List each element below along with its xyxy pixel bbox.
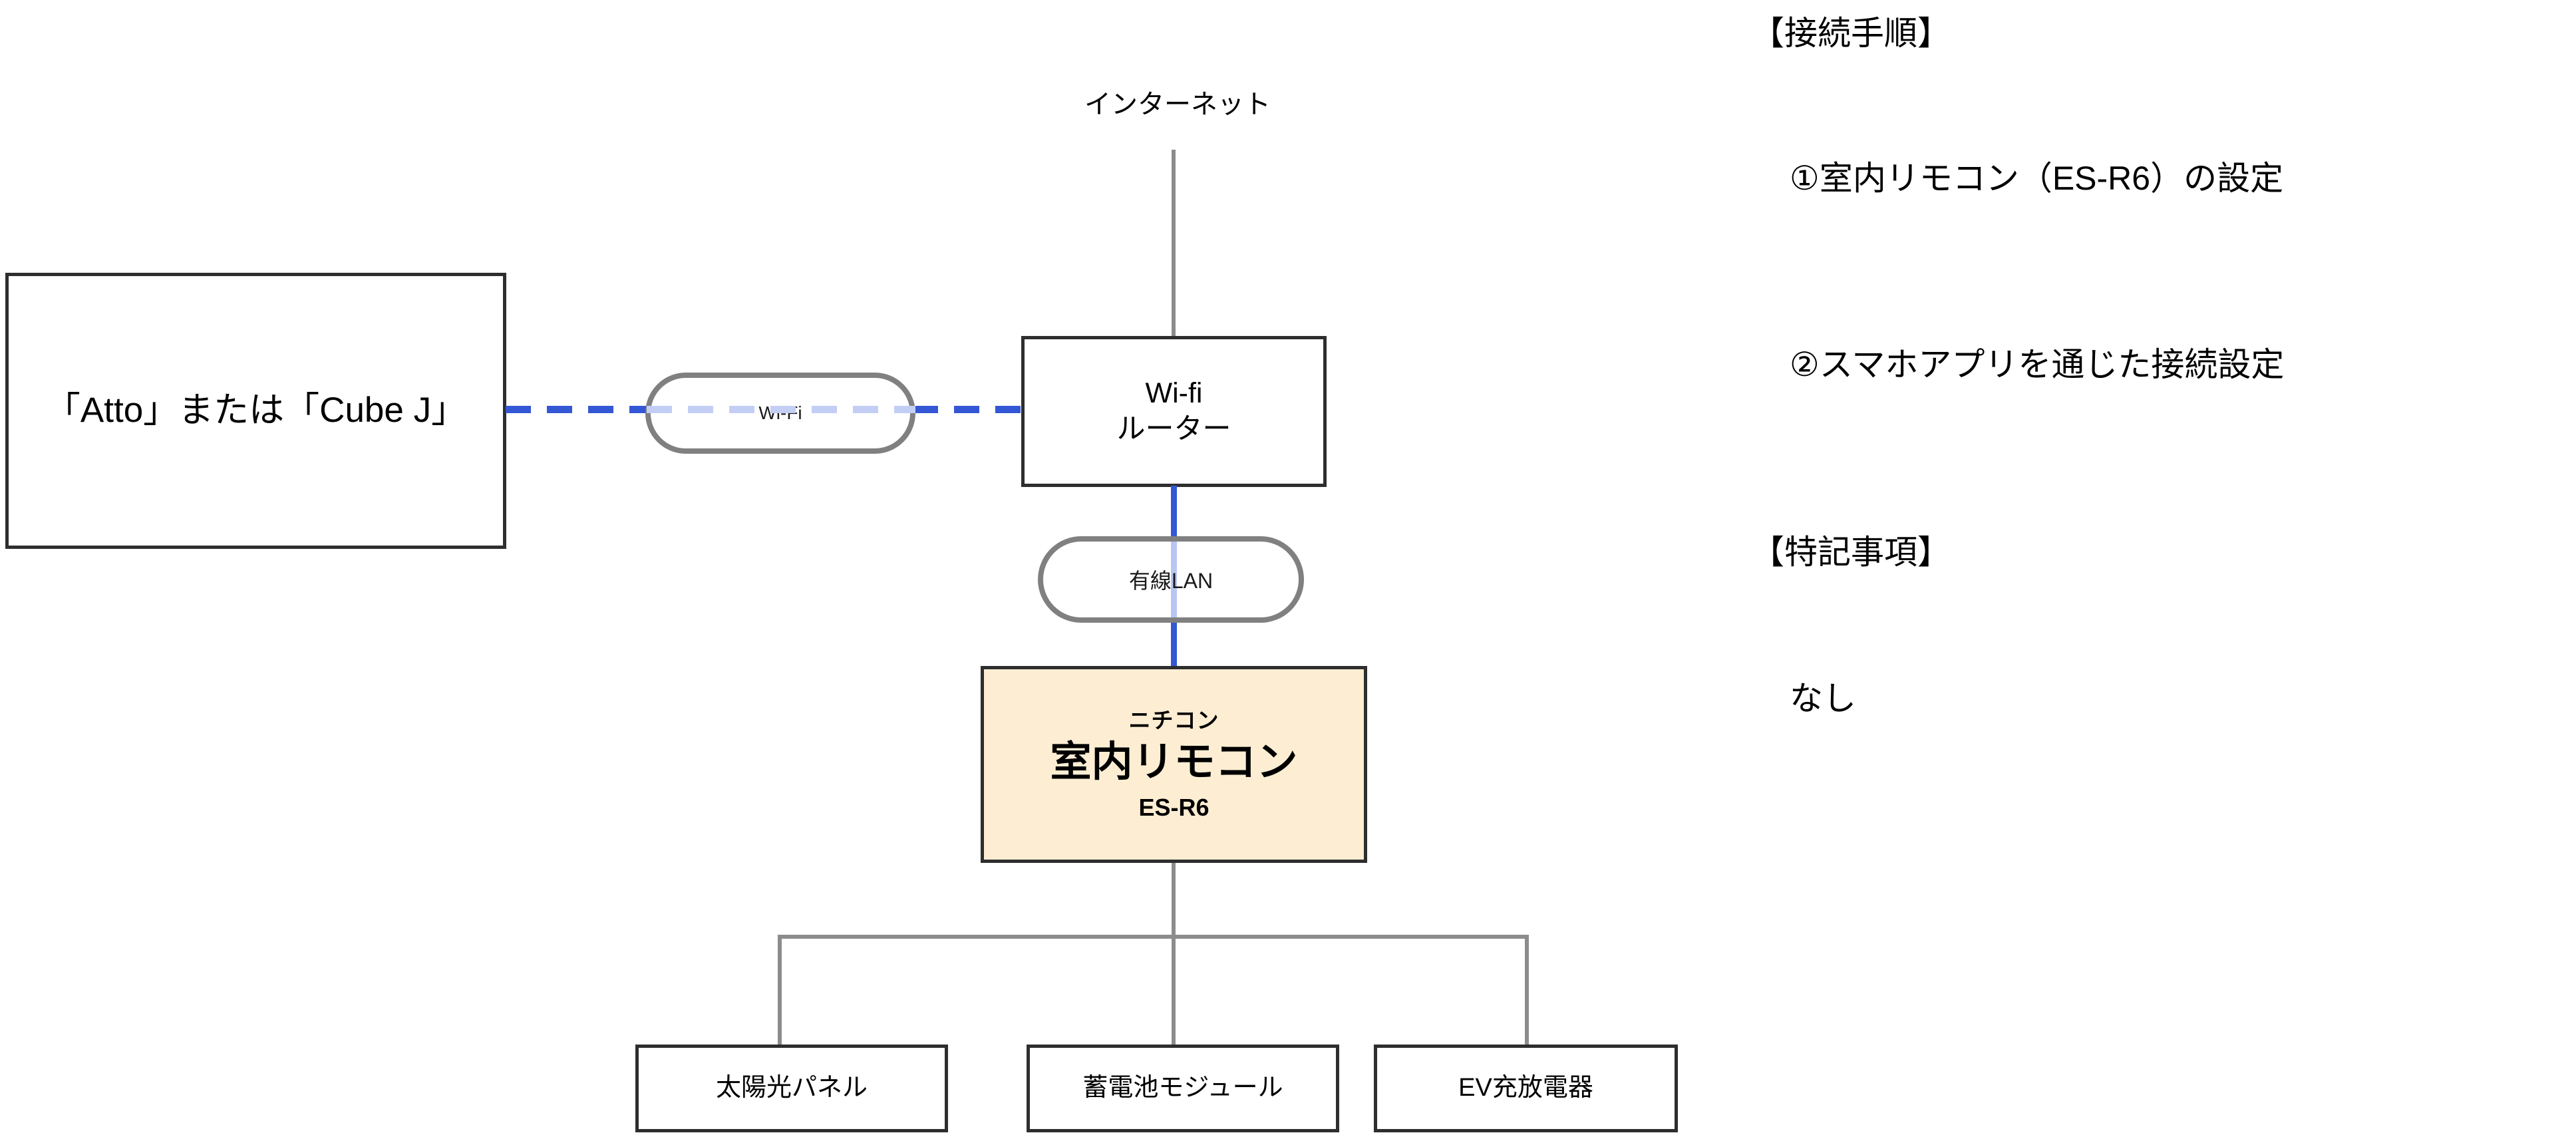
wifi-link-dashed-right [913, 406, 1025, 413]
wifi-link-badge: Wi-Fi [645, 373, 915, 454]
indoor-remote-name: 室内リモコン [1050, 739, 1298, 786]
internet-label: インターネット [1084, 90, 1271, 119]
indoor-remote-model: ES-R6 [1138, 793, 1209, 821]
branch-drop-ev [1525, 935, 1529, 1047]
client-device-label: 「Atto」または「Cube J」 [45, 391, 467, 430]
wifi-router-line1: Wi-fi [1145, 377, 1203, 409]
wifi-router-line2: ルーター [1116, 412, 1231, 445]
procedure-heading: 【接続手順】 [1751, 15, 1951, 52]
indoor-remote-brand: ニチコン [1128, 708, 1219, 733]
internet-to-router-wire [1172, 150, 1176, 337]
equipment-label-battery-module: 蓄電池モジュール [1082, 1074, 1283, 1102]
equipment-box-ev-charger: EV充放電器 [1374, 1045, 1678, 1132]
client-device-box: 「Atto」または「Cube J」 [5, 273, 506, 549]
indoor-remote-box: ニチコン 室内リモコン ES-R6 [981, 666, 1367, 863]
notes-panel: 【接続手順】 ①室内リモコン（ES-R6）の設定 ②スマホアプリを通じた接続設定… [1751, 0, 2576, 1137]
branch-drop-solar [778, 935, 782, 1047]
remarks-heading: 【特記事項】 [1751, 534, 1951, 571]
remarks-body: なし [1790, 680, 1856, 717]
remote-to-branch-wire [1172, 863, 1176, 939]
equipment-label-solar-panel: 太陽光パネル [715, 1074, 868, 1102]
equipment-box-battery-module: 蓄電池モジュール [1027, 1045, 1339, 1132]
lan-wire-bottom [1171, 620, 1177, 668]
equipment-label-ev-charger: EV充放電器 [1458, 1074, 1593, 1102]
equipment-box-solar-panel: 太陽光パネル [635, 1045, 948, 1132]
lan-wire-top [1171, 486, 1177, 540]
wifi-router-box: Wi-fi ルーター [1021, 336, 1327, 487]
procedure-step-1: ①室内リモコン（ES-R6）の設定 [1790, 160, 2284, 197]
wifi-link-dashed-left [506, 406, 649, 413]
procedure-step-2: ②スマホアプリを通じた接続設定 [1790, 346, 2285, 383]
wired-lan-label: 有線LAN [1128, 569, 1213, 593]
branch-drop-battery [1172, 935, 1176, 1047]
equipment-branch-bar [778, 935, 1529, 939]
wired-lan-badge: 有線LAN [1038, 536, 1304, 623]
wifi-link-dashed-inside-pill [647, 406, 915, 413]
